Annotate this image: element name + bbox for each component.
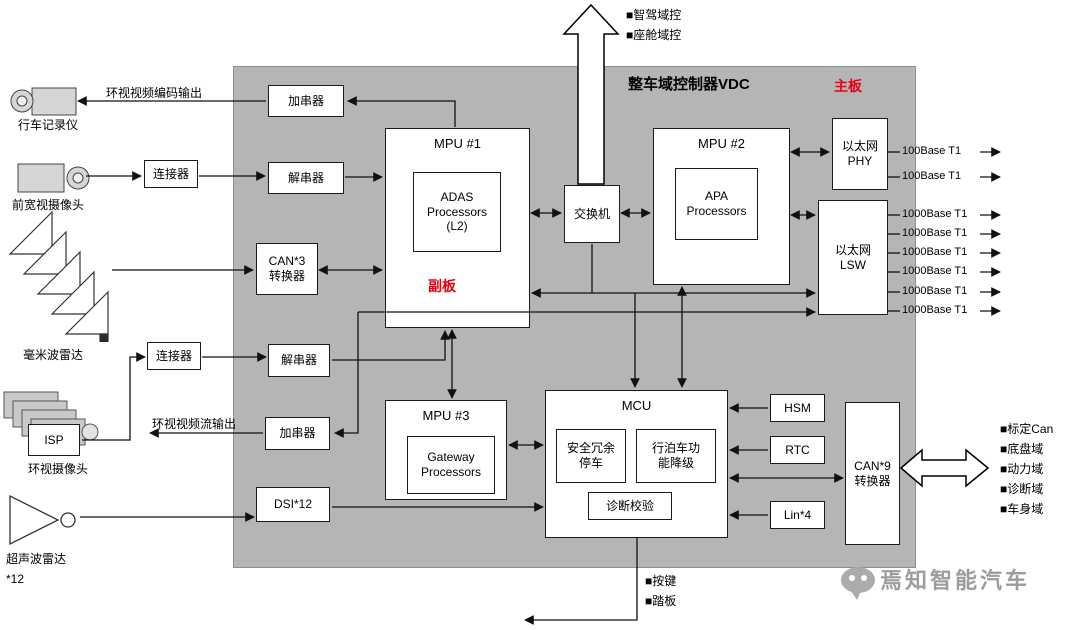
block-can9-converter: CAN*9 转换器 [845,402,900,545]
block-serializer-1: 加串器 [268,85,344,117]
label-adas-domain: ■智驾域控 [626,8,682,22]
label-ultrasonic-count: *12 [6,572,25,586]
block-safe-redundant-stop: 安全冗余 停车 [556,429,626,483]
phy-port-label: 100Base T1 [902,145,962,157]
block-rtc: RTC [770,436,825,464]
logo-text: 焉知智能汽车 [880,568,1031,593]
label-buttons: ■按键 [645,574,677,588]
phy-port-label: 100Base T1 [902,170,962,182]
block-diagnosis-check: 诊断校验 [588,492,672,520]
lsw-port-label: 1000Base T1 [902,208,968,220]
block-can3-converter: CAN*3 转换器 [256,243,318,295]
main-board-label: 主板 [834,78,862,94]
sub-board-label: 副板 [428,278,456,294]
mmwave-radar-icon [8,210,109,342]
lsw-port-label: 1000Base T1 [902,227,968,239]
lsw-port-label: 1000Base T1 [902,304,968,316]
block-isp: ISP [28,424,80,456]
label-stream-output: 环视视频流输出 [152,417,237,431]
block-adas-processors: ADAS Processors (L2) [413,172,501,252]
label-cockpit-domain: ■座舱域控 [626,28,682,42]
block-lin: Lin*4 [770,501,825,529]
label-encode-output: 环视视频编码输出 [106,86,203,100]
label-dashcam: 行车记录仪 [17,118,78,132]
logo-icon [841,567,875,600]
block-dsi: DSI*12 [256,487,330,522]
diagram-title: 整车域控制器VDC [628,76,750,93]
block-ethernet-phy: 以太网 PHY [832,118,888,190]
block-function-degrade: 行泊车功 能降级 [636,429,716,483]
block-ethernet-switch: 交换机 [564,185,620,243]
label-diagnosis-domain: ■诊断域 [1000,482,1044,496]
label-powertrain-domain: ■动力域 [1000,462,1044,476]
label-ultrasonic: 超声波雷达 [6,552,67,566]
label-chassis-domain: ■底盘域 [1000,442,1044,456]
ultrasonic-radar-icon [9,494,76,546]
block-connector-2: 连接器 [147,342,201,370]
dashcam-camera-icon [10,87,77,116]
label-front-camera: 前宽视摄像头 [11,198,84,212]
lsw-port-label: 1000Base T1 [902,265,968,277]
lsw-port-label: 1000Base T1 [902,285,968,297]
front-camera-icon [17,163,90,193]
block-apa-processors: APA Processors [675,168,758,240]
block-serializer-2: 加串器 [265,417,330,450]
label-surround-camera: 环视摄像头 [27,462,88,476]
label-body-domain: ■车身域 [1000,502,1044,516]
label-pedals: ■踏板 [645,594,677,608]
label-calibration-can: ■标定Can [1000,422,1054,436]
lsw-port-label: 1000Base T1 [902,246,968,258]
block-ethernet-lsw: 以太网 LSW [818,200,888,315]
block-deserializer-1: 解串器 [268,162,344,194]
block-gateway-processors: Gateway Processors [407,436,495,494]
block-connector-1: 连接器 [144,160,198,188]
block-hsm: HSM [770,394,825,422]
label-mmwave-radar: 毫米波雷达 [22,348,83,362]
block-deserializer-2: 解串器 [268,344,330,377]
